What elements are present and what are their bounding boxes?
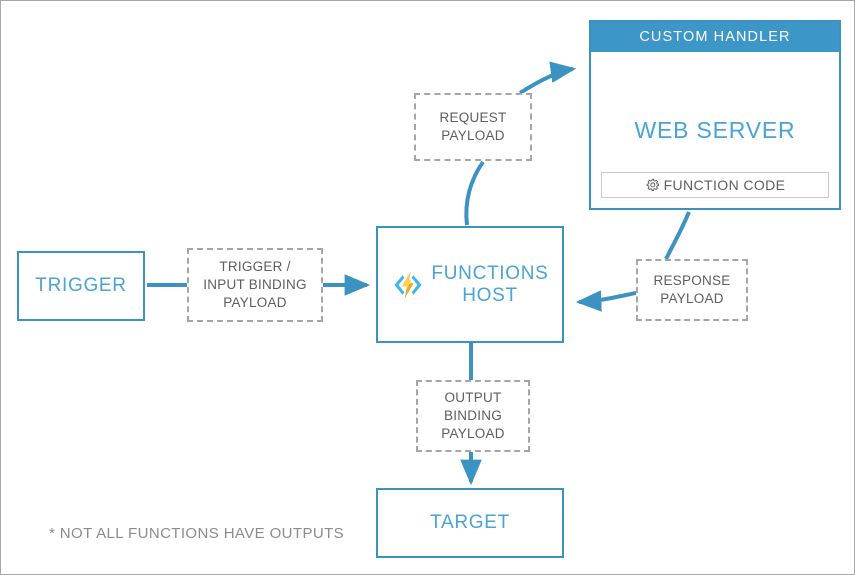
output-binding-payload-text: OUTPUT BINDING PAYLOAD [441, 389, 505, 442]
web-server-label: WEB SERVER [634, 116, 796, 143]
payload-line-1: REQUEST [439, 110, 507, 126]
payload-line-1: OUTPUT [444, 390, 502, 406]
payload-line-1: TRIGGER / [219, 259, 291, 275]
connector-host-to-request-payload [464, 160, 485, 226]
request-payload: REQUEST PAYLOAD [414, 93, 532, 161]
output-binding-payload: OUTPUT BINDING PAYLOAD [416, 380, 530, 452]
trigger-label: TRIGGER [35, 275, 127, 297]
custom-handler-body: WEB SERVER FUNCTION CODE [591, 52, 839, 208]
payload-line-2: INPUT BINDING [203, 277, 307, 293]
connector-request-payload-to-web-server [518, 61, 577, 95]
target-label: TARGET [430, 512, 510, 534]
request-payload-text: REQUEST PAYLOAD [439, 109, 506, 145]
functions-host-node: FUNCTIONS HOST [376, 226, 564, 343]
custom-handler-header: CUSTOM HANDLER [591, 22, 839, 52]
functions-host-label-line2: HOST [462, 284, 518, 306]
function-code-label: FUNCTION CODE [663, 177, 786, 193]
trigger-node: TRIGGER [17, 251, 145, 321]
payload-line-2: PAYLOAD [441, 128, 505, 143]
trigger-input-binding-payload: TRIGGER / INPUT BINDING PAYLOAD [187, 248, 323, 322]
payload-line-3: PAYLOAD [441, 425, 505, 441]
trigger-input-binding-payload-text: TRIGGER / INPUT BINDING PAYLOAD [203, 258, 307, 311]
gear-icon [646, 178, 659, 191]
response-payload: RESPONSE PAYLOAD [636, 259, 748, 321]
azure-functions-icon [394, 270, 423, 299]
footnote-text: * NOT ALL FUNCTIONS HAVE OUTPUTS [49, 525, 345, 542]
function-code-bar: FUNCTION CODE [601, 172, 829, 198]
connector-web-server-to-response-payload [664, 211, 691, 260]
target-node: TARGET [376, 488, 564, 558]
payload-line-1: RESPONSE [653, 273, 731, 289]
custom-handler-node: CUSTOM HANDLER WEB SERVER FUNCTION CODE [589, 20, 841, 210]
payload-line-2: BINDING [443, 408, 502, 424]
payload-line-3: PAYLOAD [223, 294, 287, 310]
functions-host-label-line1: FUNCTIONS [431, 262, 549, 284]
connector-response-payload-to-host [575, 290, 637, 312]
payload-line-2: PAYLOAD [660, 291, 724, 306]
response-payload-text: RESPONSE PAYLOAD [653, 272, 730, 308]
functions-host-label: FUNCTIONS HOST [431, 263, 548, 307]
